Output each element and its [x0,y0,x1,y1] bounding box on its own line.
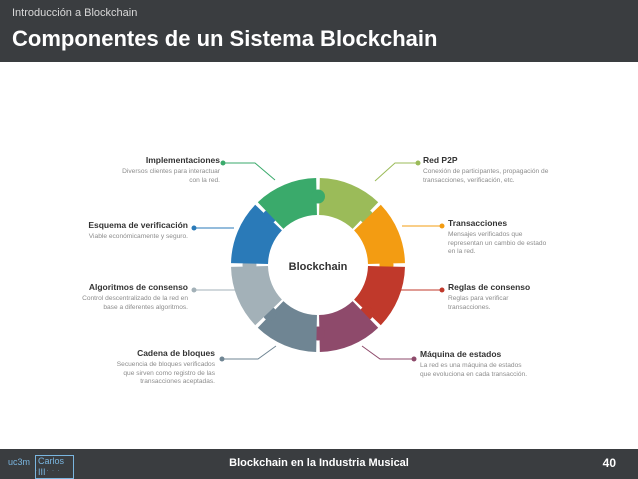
component-red-p2p: Red P2P Conexión de participantes, propa… [423,155,573,185]
component-title: Algoritmos de consenso [88,282,188,292]
leader-dot-transacciones [439,223,445,229]
ring-segment-implementaciones [257,178,317,229]
component-title: Esquema de verificación [88,220,188,230]
leader-dot-implementaciones [220,160,226,166]
logo-subtext: · · · · · [35,468,61,474]
ring-segment-algoritmos-consenso [231,266,282,326]
component-title: Máquina de estados [420,349,502,359]
leader-dot-maquina-estados [411,356,417,362]
footer-title: Blockchain en la Industria Musical [229,457,409,469]
component-desc: Mensajes verificados que representan un … [448,231,547,255]
logo-uc3m-text: uc3m [8,457,31,467]
component-algoritmos-consenso: Algoritmos de consenso Control descentra… [75,282,188,312]
component-esquema-verificacion: Esquema de verificación Viable económica… [78,220,188,242]
component-desc: Secuencia de bloques verificados que sir… [116,361,215,385]
ring-center [274,221,362,309]
component-implementaciones: Implementaciones Diversos clientes para … [115,155,220,185]
leader-line-implementaciones [223,162,276,181]
component-title: Transacciones [448,218,508,228]
component-desc: Control descentralizado de la red en bas… [82,295,188,311]
component-desc: La red es una máquina de estados que evo… [420,362,528,378]
component-desc: Diversos clientes para interactuar con l… [122,168,220,184]
component-desc: Conexión de participantes, propagación d… [423,168,549,184]
component-desc: Reglas para verificar transacciones. [448,295,509,311]
puzzle-ring [231,178,405,352]
leader-line-maquina-estados [361,345,414,360]
leader-dot-reglas-consenso [439,287,445,293]
component-title: Implementaciones [145,155,220,165]
section-title: Introducción a Blockchain [12,7,138,19]
slide-header: Introducción a Blockchain Componentes de… [0,0,638,62]
puzzle-knob-implementaciones [311,189,325,204]
leader-dot-esquema-verificacion [191,225,197,231]
component-desc: Viable económicamente y seguro. [88,233,188,240]
page-number: 40 [602,456,616,470]
component-maquina-estados: Máquina de estados La red es una máquina… [420,349,530,379]
component-title: Reglas de consenso [448,282,531,292]
component-reglas-consenso: Reglas de consenso Reglas para verificar… [448,282,548,312]
leader-dot-red-p2p [415,160,421,166]
component-title: Red P2P [423,155,458,165]
leader-dot-cadena-bloques [219,356,225,362]
ring-segment-transacciones [354,204,405,264]
component-transacciones: Transacciones Mensajes verificados que r… [448,218,553,257]
center-label: Blockchain [289,261,348,273]
component-title: Cadena de bloques [137,348,215,358]
slide-footer: uc3m Carlos III · · · · · Blockchain en … [0,449,638,479]
slide-title: Componentes de un Sistema Blockchain [12,26,438,51]
ring-segment-maquina-estados [319,301,379,352]
leader-lines [191,160,445,362]
component-cadena-bloques: Cadena de bloques Secuencia de bloques v… [105,348,215,387]
leader-line-red-p2p [374,162,418,182]
leader-dot-algoritmos-consenso [191,287,197,293]
leader-line-cadena-bloques [222,345,277,360]
